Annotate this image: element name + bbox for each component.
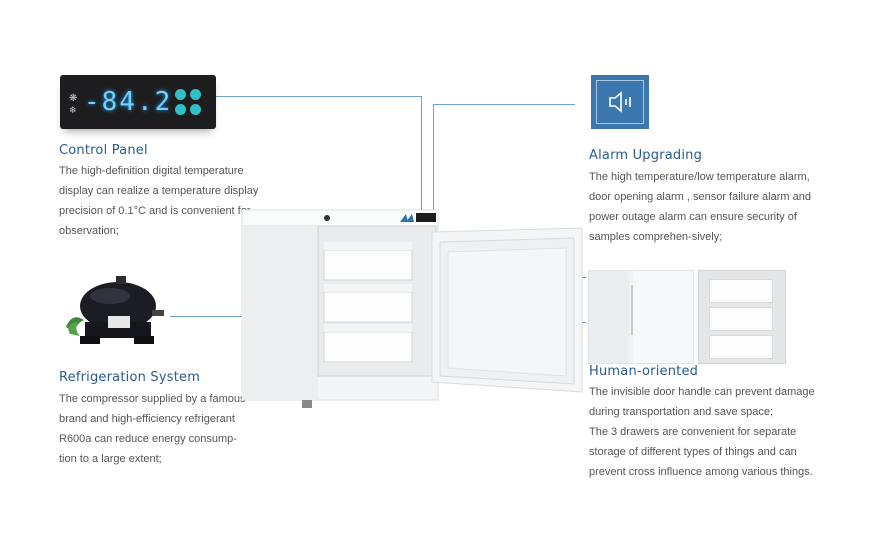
panel-button-3 bbox=[175, 104, 186, 115]
alarm-title: Alarm Upgrading bbox=[589, 148, 703, 163]
refrigeration-line: tion to a large extent; bbox=[59, 453, 162, 465]
human-desc: The invisible door handle can prevent da… bbox=[589, 382, 815, 482]
refrigeration-desc: The compressor supplied by a famous bran… bbox=[59, 389, 245, 469]
compressor-image bbox=[60, 272, 172, 352]
control-panel-line: observation; bbox=[59, 225, 119, 237]
speaker-icon bbox=[609, 91, 631, 113]
control-panel-line: precision of 0.1°C and is convenient for bbox=[59, 205, 251, 217]
alarm-line: power outage alarm can ensure security o… bbox=[589, 211, 797, 223]
human-line: The 3 drawers are convenient for separat… bbox=[589, 426, 797, 438]
control-panel-title: Control Panel bbox=[59, 143, 148, 158]
temperature-readout: -84.2 bbox=[84, 87, 173, 117]
alarm-line: The high temperature/low temperature ala… bbox=[589, 171, 810, 183]
human-line: storage of different types of things and… bbox=[589, 446, 797, 458]
control-panel-desc: The high-definition digital temperature … bbox=[59, 161, 258, 241]
human-line: during transportation and save space; bbox=[589, 406, 774, 418]
refrigeration-title: Refrigeration System bbox=[59, 370, 201, 385]
human-title: Human-oriented bbox=[589, 364, 699, 379]
control-panel-line: display can realize a temperature displa… bbox=[59, 185, 259, 197]
alarm-icon-box bbox=[591, 75, 649, 129]
control-panel-line: The high-definition digital temperature bbox=[59, 165, 244, 177]
drawers-image bbox=[698, 270, 786, 364]
human-line: The invisible door handle can prevent da… bbox=[589, 386, 815, 398]
control-panel-image: ❋ ❄ -84.2 bbox=[60, 75, 216, 129]
connector-control-v bbox=[421, 96, 422, 212]
door-handle-image bbox=[588, 270, 694, 364]
panel-button-1 bbox=[175, 89, 186, 100]
panel-button-4 bbox=[190, 104, 201, 115]
alarm-desc: The high temperature/low temperature ala… bbox=[589, 167, 811, 247]
freezer-image bbox=[240, 204, 586, 410]
connector-alarm-h bbox=[433, 104, 575, 105]
human-line: prevent cross influence among various th… bbox=[589, 466, 813, 478]
refrigeration-line: The compressor supplied by a famous bbox=[59, 393, 246, 405]
fan-icon: ❋ bbox=[69, 93, 78, 104]
refrigeration-line: brand and high-efficiency refrigerant bbox=[59, 413, 235, 425]
snowflake-icon: ❄ bbox=[69, 105, 77, 115]
connector-control-h bbox=[215, 96, 421, 97]
refrigeration-line: R600a can reduce energy consump- bbox=[59, 433, 237, 445]
connector-refrig-h bbox=[170, 316, 266, 317]
alarm-line: door opening alarm , sensor failure alar… bbox=[589, 191, 811, 203]
panel-button-2 bbox=[190, 89, 201, 100]
alarm-line: samples comprehen-sively; bbox=[589, 231, 723, 243]
connector-alarm-v bbox=[433, 104, 434, 212]
